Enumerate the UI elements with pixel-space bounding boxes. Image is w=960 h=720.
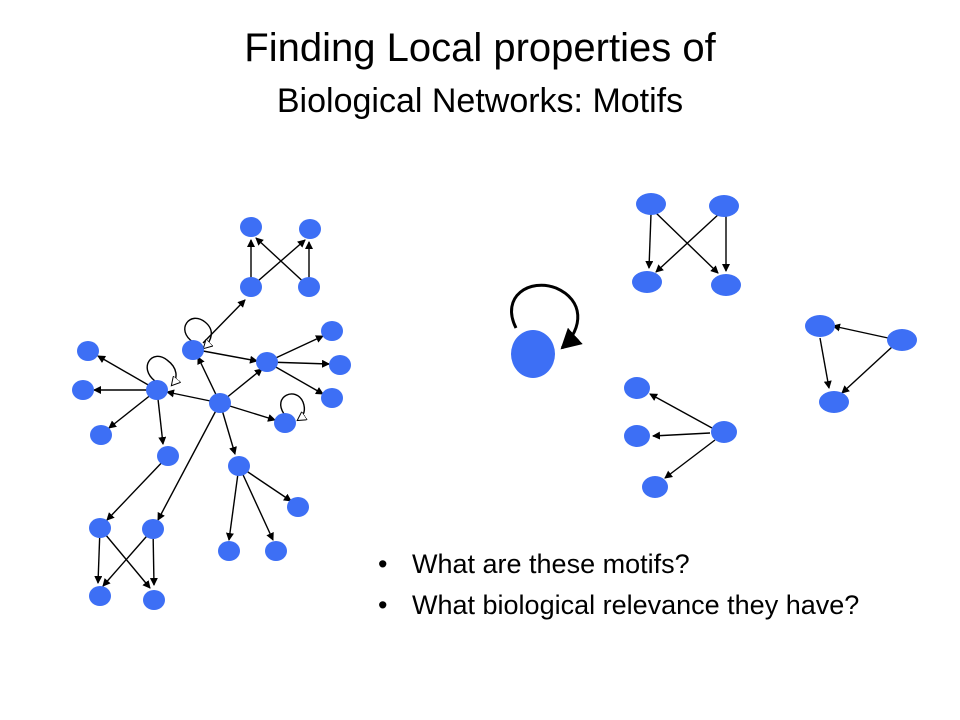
motif-bi-fan <box>632 193 741 296</box>
motif-node <box>632 271 662 293</box>
network-node <box>143 590 165 610</box>
network-node <box>287 497 309 517</box>
motif-node <box>711 274 741 296</box>
network-edge <box>102 528 154 587</box>
network-node <box>209 393 231 413</box>
motif-edge <box>649 393 713 429</box>
network-node <box>218 541 240 561</box>
motif-edge <box>664 439 716 479</box>
network-node <box>182 340 204 360</box>
motif-node <box>624 425 650 447</box>
network-edge <box>106 455 169 521</box>
motif-node <box>819 391 849 413</box>
motif-edge <box>841 346 893 394</box>
motif-single-input <box>624 377 737 498</box>
network-edge <box>238 465 274 541</box>
self-loop <box>184 317 212 348</box>
motif-edge <box>819 337 832 389</box>
network-edge <box>99 527 151 589</box>
motif-edge <box>652 431 711 440</box>
motif-node <box>636 193 666 215</box>
network-edge <box>250 239 306 288</box>
network-node <box>265 541 287 561</box>
large-network-nodes <box>72 217 351 610</box>
question-item: What biological relevance they have? <box>378 589 938 622</box>
network-node <box>146 380 168 400</box>
network-node <box>329 355 351 375</box>
motif-edge <box>510 283 583 350</box>
network-edge <box>225 465 240 541</box>
motif-node <box>805 315 835 337</box>
network-node <box>90 425 112 445</box>
motif-node <box>711 421 737 443</box>
network-edge <box>202 299 246 344</box>
network-node <box>77 341 99 361</box>
question-list: What are these motifs? What biological r… <box>378 548 938 630</box>
network-node <box>256 352 278 372</box>
network-node <box>299 219 321 239</box>
motif-node <box>642 476 668 498</box>
network-node <box>72 380 94 400</box>
network-edge <box>202 350 258 364</box>
motif-self-loop <box>510 283 583 378</box>
network-node <box>321 321 343 341</box>
motif-feed-forward-loop <box>805 315 917 413</box>
motif-edge <box>655 212 721 273</box>
network-node <box>142 519 164 539</box>
motif-edge <box>832 323 889 339</box>
network-node <box>240 217 262 237</box>
slide-title-line2: Biological Networks: Motifs <box>276 82 684 120</box>
network-edge <box>255 237 310 288</box>
motif-edge <box>645 213 654 269</box>
network-node <box>274 413 296 433</box>
network-node <box>89 518 111 538</box>
network-node <box>321 388 343 408</box>
network-edge <box>97 355 158 391</box>
motif-edge <box>654 211 719 274</box>
question-item: What are these motifs? <box>378 548 938 581</box>
self-loop <box>146 355 176 385</box>
network-node <box>298 277 320 297</box>
motif-node <box>624 377 650 399</box>
network-node <box>157 446 179 466</box>
motif-node <box>709 195 739 217</box>
network-edge <box>266 361 324 395</box>
network-node <box>89 586 111 606</box>
network-edge <box>157 402 221 521</box>
motif-node <box>887 329 917 351</box>
slide-title-line1: Finding Local properties of <box>244 26 716 70</box>
large-network <box>93 237 330 589</box>
network-node <box>240 277 262 297</box>
self-loop <box>280 393 305 420</box>
network-node <box>228 456 250 476</box>
motif-node <box>511 330 555 378</box>
